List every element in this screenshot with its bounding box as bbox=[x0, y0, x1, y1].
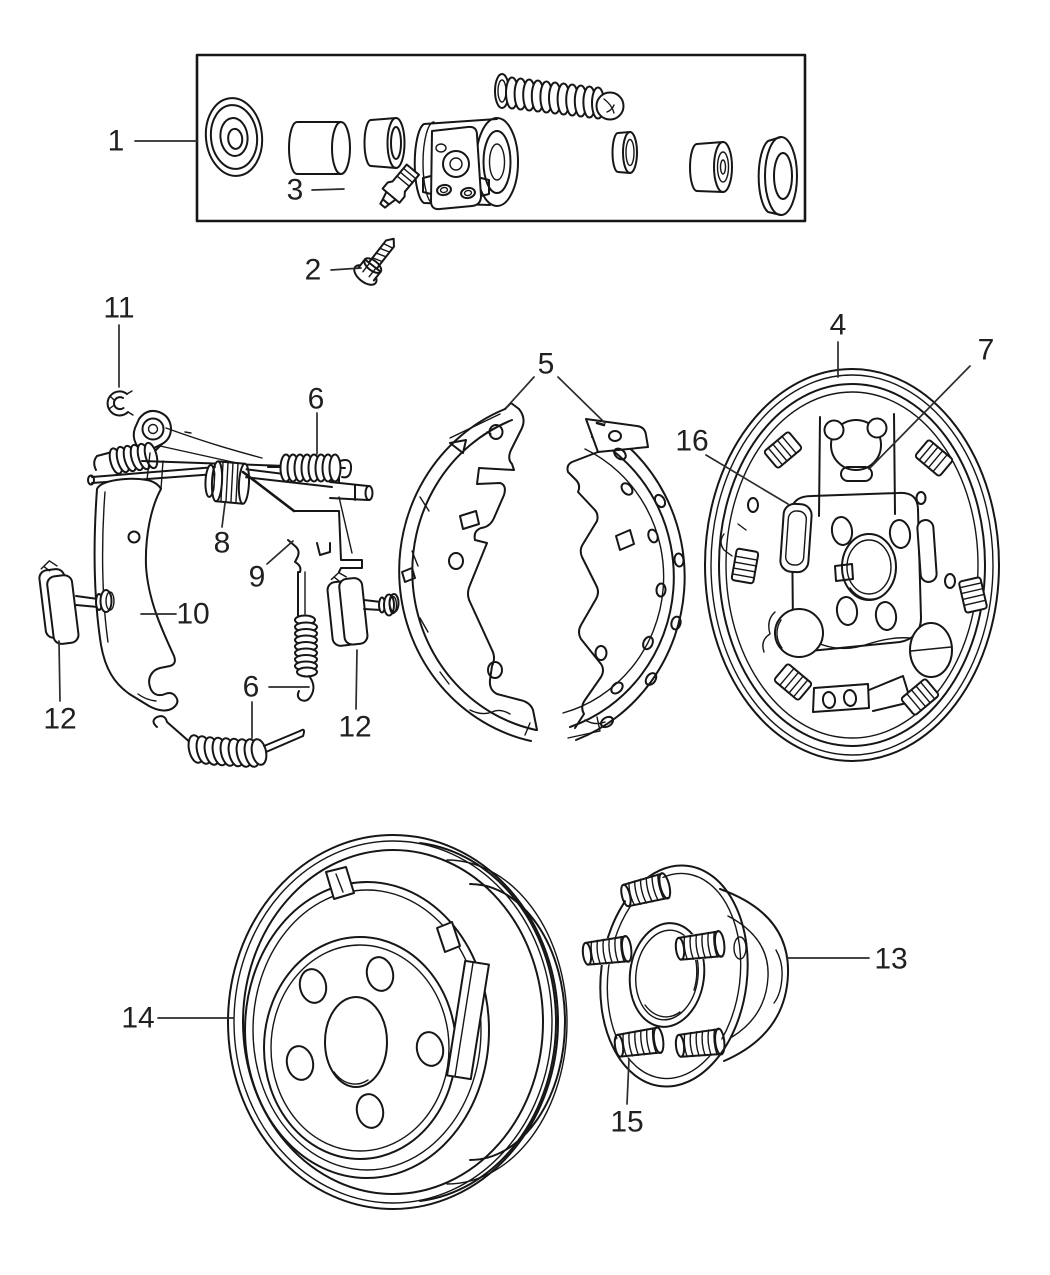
callout-number-10: 10 bbox=[176, 598, 209, 631]
callout-number-2: 2 bbox=[305, 254, 322, 287]
leader-line-16 bbox=[705, 454, 789, 505]
cup-left bbox=[363, 117, 406, 169]
wheel-stud bbox=[674, 1027, 726, 1058]
callout-6a: 6 bbox=[308, 383, 325, 455]
callout-9: 9 bbox=[249, 540, 294, 594]
callout-12a: 12 bbox=[43, 640, 77, 736]
callout-14: 14 bbox=[121, 1002, 235, 1035]
anchor-pad bbox=[900, 678, 940, 716]
hub-barrel bbox=[719, 888, 790, 1062]
hold-down-right bbox=[326, 571, 398, 647]
callout-10: 10 bbox=[140, 598, 210, 631]
edge-pin-stub bbox=[388, 593, 400, 613]
backing-plate-slot bbox=[840, 466, 873, 482]
callout-number-3: 3 bbox=[287, 174, 304, 207]
leader-line-9 bbox=[266, 540, 294, 565]
callout-4: 4 bbox=[830, 309, 847, 378]
callout-3: 3 bbox=[287, 174, 345, 207]
callout-number-9: 9 bbox=[249, 561, 266, 594]
lever-pivot bbox=[93, 409, 172, 475]
balance-weight bbox=[446, 959, 490, 1081]
leader-line-8 bbox=[221, 502, 226, 528]
hub-assembly bbox=[581, 864, 790, 1088]
callout-1: 1 bbox=[108, 125, 198, 158]
adjuster-hardware-group bbox=[38, 390, 398, 768]
mounting-screw bbox=[353, 237, 395, 286]
drum-center-bore bbox=[324, 996, 388, 1088]
callout-6b: 6 bbox=[243, 671, 310, 739]
leader-line-5 bbox=[557, 376, 606, 424]
boot-right bbox=[757, 136, 798, 216]
kit-box bbox=[195, 53, 807, 223]
callout-12b: 12 bbox=[338, 649, 372, 744]
cup-right bbox=[611, 131, 638, 174]
cup-seal-left bbox=[204, 97, 264, 177]
piston-left bbox=[288, 121, 351, 175]
callout-number-12a: 12 bbox=[43, 703, 76, 736]
leader-line-3 bbox=[311, 188, 345, 191]
callout-2: 2 bbox=[305, 254, 362, 287]
callout-number-7: 7 bbox=[978, 334, 995, 367]
hub-bore bbox=[628, 922, 706, 1028]
anchor-pad bbox=[773, 663, 813, 701]
adjuster-screw bbox=[204, 460, 251, 505]
return-spring-vertical bbox=[294, 614, 318, 702]
callout-8: 8 bbox=[214, 502, 231, 560]
callout-number-15: 15 bbox=[610, 1106, 643, 1139]
wheel-stud bbox=[581, 934, 633, 966]
wheel-cylinder-body bbox=[413, 117, 519, 211]
callout-number-11: 11 bbox=[103, 292, 134, 325]
callout-number-12b: 12 bbox=[338, 711, 371, 744]
callout-number-14: 14 bbox=[121, 1002, 154, 1035]
brake-shoe-right bbox=[562, 418, 686, 741]
leader-line-12a bbox=[58, 640, 61, 702]
wheel-stud bbox=[613, 1026, 665, 1058]
brake-drum bbox=[227, 834, 568, 1210]
callout-number-5: 5 bbox=[538, 348, 555, 381]
wheel-stud bbox=[620, 872, 672, 908]
piston-right bbox=[689, 141, 733, 193]
brake-shoe-left bbox=[388, 402, 538, 742]
callout-7: 7 bbox=[868, 334, 995, 470]
return-spring-lower bbox=[152, 715, 305, 768]
backing-plate bbox=[704, 368, 1000, 762]
return-spring-upper bbox=[267, 453, 353, 483]
leader-line-5 bbox=[505, 376, 535, 409]
anchor-pad bbox=[763, 431, 803, 469]
wheel-stud bbox=[674, 929, 726, 961]
retaining-clip bbox=[106, 390, 134, 417]
anchor-pad bbox=[730, 547, 760, 585]
callout-number-6a: 6 bbox=[308, 383, 325, 416]
tick-mark bbox=[184, 431, 192, 434]
adjuster-lever-bracket bbox=[241, 470, 363, 617]
callout-5: 5 bbox=[505, 348, 606, 424]
drum-vent-slot bbox=[436, 921, 461, 953]
wheel-cylinder-kit bbox=[195, 53, 807, 223]
callout-13: 13 bbox=[786, 943, 908, 976]
hold-down-left bbox=[38, 560, 115, 645]
bleeder-screw bbox=[379, 163, 420, 209]
leader-line-12b bbox=[355, 649, 358, 710]
callout-number-4: 4 bbox=[830, 309, 847, 342]
anchor-pad bbox=[914, 439, 954, 477]
leader-line-2 bbox=[330, 267, 362, 271]
callout-11: 11 bbox=[103, 292, 135, 388]
leader-line-7 bbox=[868, 365, 971, 470]
shoe-contact-pad-right bbox=[916, 519, 938, 583]
callout-16: 16 bbox=[675, 425, 789, 505]
shoe-contact-pad-left bbox=[779, 502, 813, 574]
callout-number-8: 8 bbox=[214, 527, 231, 560]
callout-number-16: 16 bbox=[675, 425, 708, 458]
cylinder-spring bbox=[494, 73, 625, 121]
leader-line-15 bbox=[626, 1058, 630, 1105]
park-brake-lever bbox=[93, 452, 179, 712]
anchor-pad bbox=[958, 576, 988, 614]
callout-number-13: 13 bbox=[874, 943, 907, 976]
callout-15: 15 bbox=[610, 1058, 644, 1139]
callout-number-6b: 6 bbox=[243, 671, 260, 704]
callout-number-1: 1 bbox=[108, 125, 125, 158]
